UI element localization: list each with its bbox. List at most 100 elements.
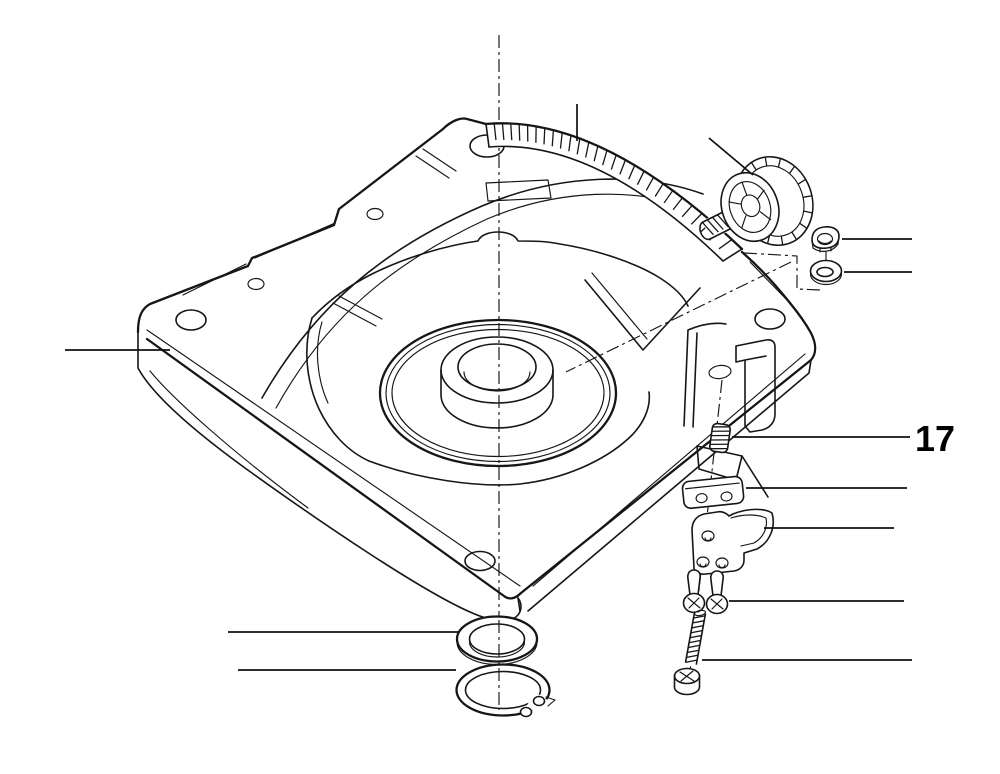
decor-line <box>637 171 644 185</box>
decor-line <box>502 123 503 140</box>
decor-line <box>719 240 732 249</box>
decor-line <box>690 636 701 638</box>
nut-facets <box>812 236 839 252</box>
bolt-head-side <box>675 676 700 695</box>
decor-line <box>629 165 635 179</box>
hub-side <box>441 370 553 428</box>
ring-outer <box>457 665 550 716</box>
flat-washer-lower <box>457 617 537 665</box>
casting-wall-left <box>138 332 521 621</box>
bracket-cam-line <box>731 515 766 546</box>
flat-washer-upper <box>811 261 842 285</box>
platform-slot <box>486 180 551 201</box>
decor-line <box>713 424 730 429</box>
gusset-rib-lines <box>333 149 456 326</box>
corner-hole <box>176 310 206 330</box>
casting-outline-right <box>147 252 815 598</box>
bevel-scale <box>486 123 742 261</box>
decor-line <box>561 133 563 149</box>
decor-line <box>712 217 723 229</box>
ring-lug <box>521 708 532 717</box>
decor-line <box>664 191 673 203</box>
boss-ring <box>386 325 610 462</box>
retaining-ring <box>457 665 559 722</box>
nut-bore-thread <box>819 241 831 243</box>
decor-line <box>803 194 812 199</box>
leader-lines <box>65 104 912 670</box>
platform-arc-inner <box>276 194 692 408</box>
set-screw-threads <box>710 424 730 451</box>
decor-line <box>764 157 769 166</box>
decor-line <box>620 160 625 174</box>
decor-line <box>711 438 728 443</box>
casting-outline-left <box>138 118 486 332</box>
decor-line <box>712 433 729 438</box>
decor-line <box>687 655 698 657</box>
cavity-top-edge <box>312 232 688 318</box>
decor-line <box>792 231 797 240</box>
decor-line <box>689 645 700 647</box>
decor-line <box>776 158 783 167</box>
block-body <box>682 476 744 509</box>
casting-wall-right <box>518 360 811 611</box>
diagonal-axis-line <box>566 262 791 372</box>
scale-inner-curve <box>489 146 723 261</box>
adjustment-bolt <box>675 610 706 695</box>
bolt-head-cross <box>680 671 694 681</box>
edge-chamfer-lines <box>183 223 335 295</box>
pointer-bracket <box>692 509 773 574</box>
knob-face-recess <box>722 176 777 239</box>
decor-line <box>594 146 598 161</box>
decor-line <box>702 222 713 234</box>
set-screw <box>709 423 731 453</box>
cavity-wall-line <box>317 322 328 403</box>
base-casting <box>138 118 815 620</box>
decor-line <box>494 123 496 140</box>
bolt-shaft-edges <box>686 612 706 664</box>
washer-bore <box>817 268 833 277</box>
decor-line <box>692 626 703 628</box>
rib-wedge <box>585 280 700 350</box>
decor-line <box>577 139 580 155</box>
decor-line <box>673 198 682 210</box>
bolt-tip <box>694 610 706 617</box>
washer-outer <box>457 617 537 662</box>
decor-line <box>691 213 702 224</box>
decor-line <box>682 205 692 216</box>
pan-head-screws <box>684 570 728 614</box>
setscrew-pocket-walls <box>684 323 726 427</box>
screw-shaft <box>711 571 723 596</box>
decor-line <box>586 142 589 157</box>
decor-line <box>511 124 512 141</box>
decor-line <box>693 621 704 623</box>
corner-hole <box>465 552 495 571</box>
knob-face <box>712 165 789 250</box>
decor-line <box>710 446 727 451</box>
decor-line <box>686 660 697 662</box>
small-hole <box>248 279 264 290</box>
leader-knob <box>709 138 753 175</box>
hub-bore-depth <box>464 372 530 391</box>
decor-line <box>611 155 616 170</box>
screw-shaft <box>688 570 700 595</box>
block-hole <box>696 493 708 503</box>
hub-bore <box>458 344 536 390</box>
nut-bore <box>818 234 833 245</box>
decor-line <box>717 215 728 227</box>
decor-line <box>800 221 807 230</box>
hex-nut <box>812 227 839 252</box>
phillips-cross <box>688 598 723 609</box>
decor-line <box>552 130 553 146</box>
decor-line <box>707 220 718 232</box>
rib-wedge-line <box>592 273 647 339</box>
decor-line <box>788 166 797 173</box>
decor-line <box>646 177 653 190</box>
bracket-body <box>692 509 773 574</box>
decor-line <box>751 162 756 171</box>
decor-line <box>569 135 571 151</box>
cavity-bottom-edge <box>307 318 650 485</box>
knob-spokes <box>724 176 774 231</box>
worm-gear-knob <box>700 146 825 257</box>
